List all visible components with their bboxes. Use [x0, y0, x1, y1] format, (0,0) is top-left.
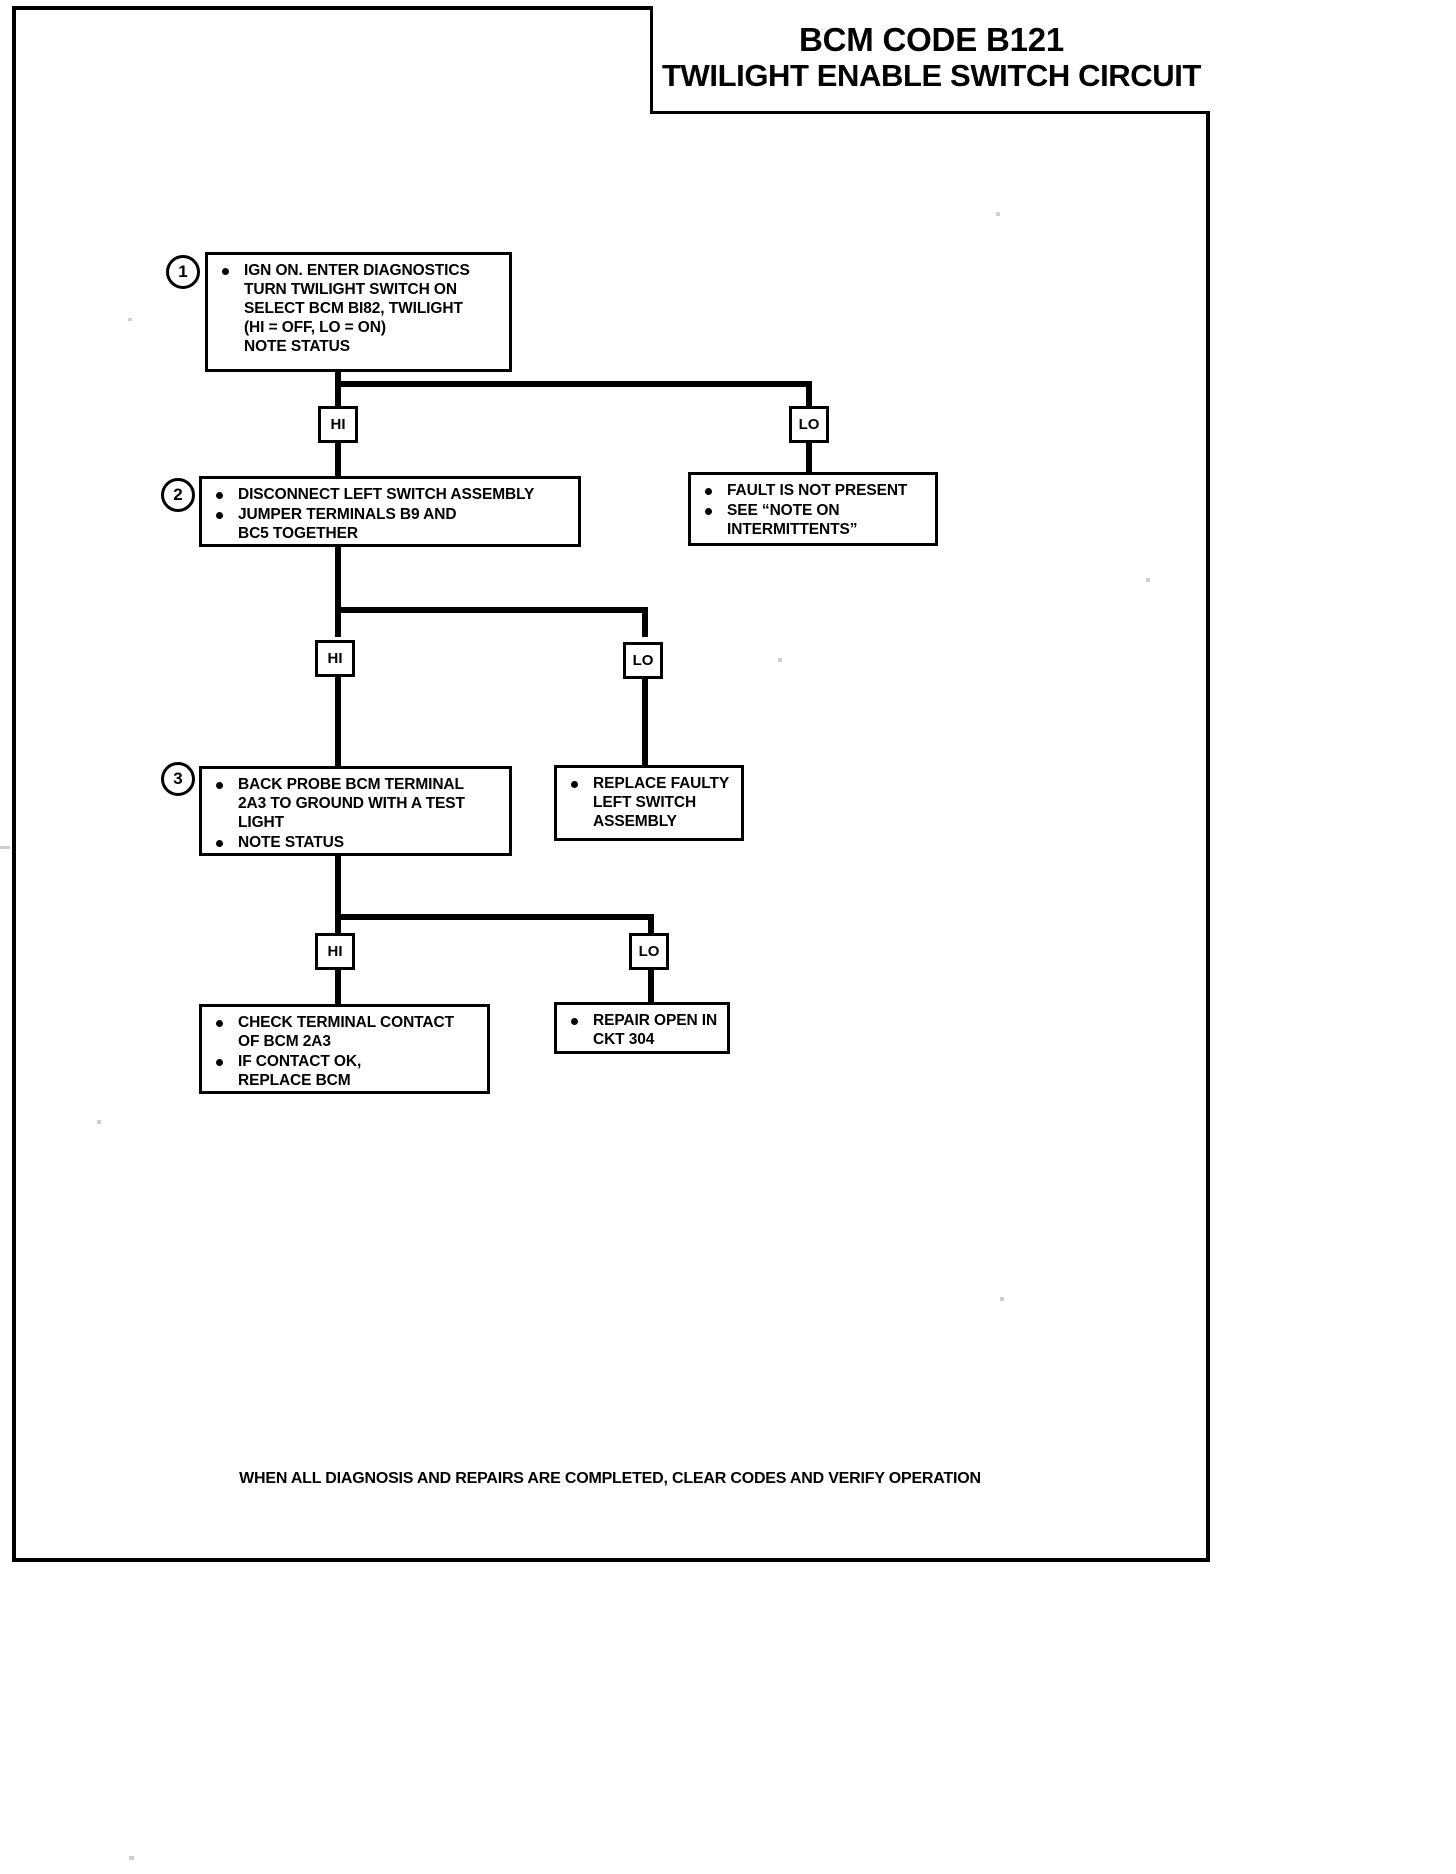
node-replace-left-switch[interactable]: REPLACE FAULTY LEFT SWITCH ASSEMBLY: [554, 765, 744, 841]
connector-step1-lo-drop: [806, 381, 812, 407]
connector-step1-down: [335, 372, 341, 387]
list-item: JUMPER TERMINALS B9 AND BC5 TOGETHER: [212, 506, 572, 544]
list-item: BACK PROBE BCM TERMINAL 2A3 TO GROUND WI…: [212, 776, 503, 833]
scan-speck: [996, 212, 1000, 216]
connector-hi2-to-step3: [335, 677, 341, 771]
connector-step1-bus: [335, 381, 812, 387]
node-step2-items: DISCONNECT LEFT SWITCH ASSEMBLY JUMPER T…: [202, 479, 578, 552]
scan-speck: [1000, 1297, 1004, 1301]
connector-step2-hi-drop: [335, 607, 341, 637]
node-step3[interactable]: BACK PROBE BCM TERMINAL 2A3 TO GROUND WI…: [199, 766, 512, 856]
node-repair-open-ckt304[interactable]: REPAIR OPEN IN CKT 304: [554, 1002, 730, 1054]
connector-step3-hi-drop: [335, 914, 341, 936]
branch-label-hi-3[interactable]: HI: [315, 933, 355, 970]
node-step1-items: IGN ON. ENTER DIAGNOSTICS TURN TWILIGHT …: [208, 255, 509, 365]
node-fault-not-present[interactable]: FAULT IS NOT PRESENT SEE “NOTE ON INTERM…: [688, 472, 938, 546]
node-fault-not-present-items: FAULT IS NOT PRESENT SEE “NOTE ON INTERM…: [691, 475, 935, 548]
node-step3-items: BACK PROBE BCM TERMINAL 2A3 TO GROUND WI…: [202, 769, 509, 861]
connector-step3-down: [335, 856, 341, 920]
node-replace-left-switch-items: REPLACE FAULTY LEFT SWITCH ASSEMBLY: [557, 768, 741, 840]
list-item: FAULT IS NOT PRESENT: [701, 482, 929, 501]
list-item: DISCONNECT LEFT SWITCH ASSEMBLY: [212, 486, 572, 505]
list-item: NOTE STATUS: [212, 834, 503, 853]
list-item: IGN ON. ENTER DIAGNOSTICS TURN TWILIGHT …: [218, 262, 503, 357]
node-step1[interactable]: IGN ON. ENTER DIAGNOSTICS TURN TWILIGHT …: [205, 252, 512, 372]
branch-label-lo-3[interactable]: LO: [629, 933, 669, 970]
node-repair-open-items: REPAIR OPEN IN CKT 304: [557, 1005, 727, 1058]
connector-step2-bus: [335, 607, 648, 613]
connector-step3-bus: [335, 914, 654, 920]
list-item: CHECK TERMINAL CONTACT OF BCM 2A3: [212, 1014, 481, 1052]
branch-label-lo-2[interactable]: LO: [623, 642, 663, 679]
list-item: REPAIR OPEN IN CKT 304: [567, 1012, 721, 1050]
step-number-3: 3: [161, 762, 195, 796]
node-check-terminal-items: CHECK TERMINAL CONTACT OF BCM 2A3 IF CON…: [202, 1007, 487, 1099]
scan-speck: [128, 318, 132, 321]
node-check-terminal-contact[interactable]: CHECK TERMINAL CONTACT OF BCM 2A3 IF CON…: [199, 1004, 490, 1094]
connector-step1-hi-drop: [335, 381, 341, 407]
step-number-1: 1: [166, 255, 200, 289]
connector-hi3-to-check: [335, 970, 341, 1006]
connector-lo2-to-replace: [642, 679, 648, 767]
connector-lo1-to-fault: [806, 442, 812, 474]
list-item: IF CONTACT OK, REPLACE BCM: [212, 1053, 481, 1091]
connector-step2-down: [335, 547, 341, 613]
connector-step2-lo-drop: [642, 607, 648, 637]
list-item: REPLACE FAULTY LEFT SWITCH ASSEMBLY: [567, 775, 735, 832]
chart-circuit-title: TWILIGHT ENABLE SWITCH CIRCUIT: [661, 57, 1202, 93]
title-block: BCM CODE B121 TWILIGHT ENABLE SWITCH CIR…: [650, 6, 1210, 114]
chart-code-title: BCM CODE B121: [798, 20, 1065, 58]
scan-speck: [1146, 578, 1150, 582]
connector-hi1-to-step2: [335, 442, 341, 478]
scan-speck: [778, 658, 782, 662]
branch-label-hi-1[interactable]: HI: [318, 406, 358, 443]
page-border: [12, 6, 1210, 1562]
scan-speck: [129, 1856, 134, 1860]
scan-speck: [0, 846, 10, 849]
step-number-2: 2: [161, 478, 195, 512]
connector-lo3-to-repair: [648, 970, 654, 1004]
connector-step3-lo-drop: [648, 914, 654, 936]
scan-speck: [97, 1120, 101, 1124]
branch-label-hi-2[interactable]: HI: [315, 640, 355, 677]
node-step2[interactable]: DISCONNECT LEFT SWITCH ASSEMBLY JUMPER T…: [199, 476, 581, 547]
footer-note: WHEN ALL DIAGNOSIS AND REPAIRS ARE COMPL…: [239, 1470, 981, 1487]
list-item: SEE “NOTE ON INTERMITTENTS”: [701, 502, 929, 540]
branch-label-lo-1[interactable]: LO: [789, 406, 829, 443]
